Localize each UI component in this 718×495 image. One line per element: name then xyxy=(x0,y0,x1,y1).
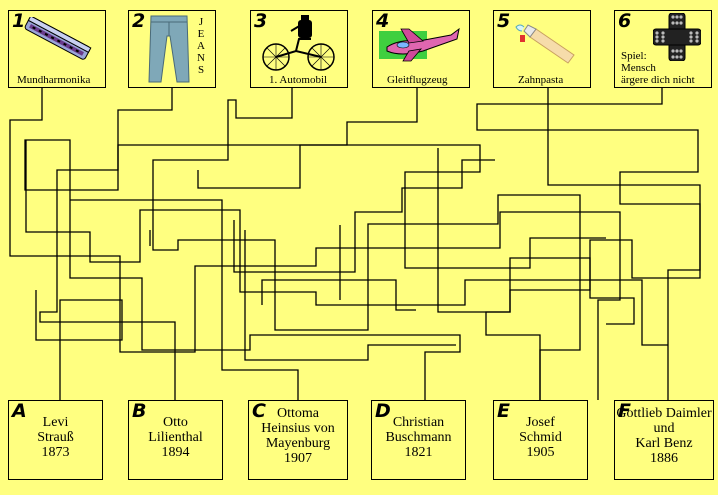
box-number: 4 xyxy=(376,10,390,32)
answer-box-1: 1 Mundharmonika xyxy=(8,10,106,88)
answer-box-6: 6 Spiel: Mensch ärgere dich nicht xyxy=(614,10,712,88)
invention-caption: Gleitflugzeug xyxy=(387,74,448,86)
box-letter: E xyxy=(497,400,510,422)
inventor-name-line-1: Otto xyxy=(163,415,188,430)
inventor-name-line-1: Josef xyxy=(526,415,555,430)
game-caption-line-1: Spiel: xyxy=(621,50,647,62)
answer-box-4: 4 Gleitflugzeug xyxy=(372,10,470,88)
inventor-box-b: B Otto Lilienthal 1894 xyxy=(128,400,223,480)
inventor-box-a: A Levi Strauß 1873 xyxy=(8,400,103,480)
inventor-name-line-2: Strauß xyxy=(37,430,74,445)
inventor-name-line-2: Buschmann xyxy=(385,430,452,445)
inventor-name-line-2: Heinsius von xyxy=(261,421,335,436)
invention-caption: 1. Automobil xyxy=(269,74,328,86)
game-caption-line-2: Mensch xyxy=(621,62,656,74)
inventor-year: 1873 xyxy=(41,445,70,460)
box-letter: C xyxy=(252,400,266,422)
inventor-name-line-3: Mayenburg xyxy=(265,436,331,451)
inventor-year: 1886 xyxy=(650,451,678,466)
answer-box-3: 3 1. Automobil xyxy=(250,10,348,88)
inventor-box-d: D Christian Buschmann 1821 xyxy=(371,400,466,480)
box-number: 1 xyxy=(12,10,26,32)
inventor-name-line-1: Christian xyxy=(392,415,445,430)
board-game-icon xyxy=(653,13,701,61)
invention-caption: Mundharmonika xyxy=(17,74,91,86)
jeans-icon xyxy=(148,15,190,83)
inventor-name-line-3: Karl Benz xyxy=(635,436,693,451)
box-letter: D xyxy=(375,400,391,422)
game-caption-line-3: ärgere dich nicht xyxy=(621,74,695,86)
inventor-year: 1894 xyxy=(161,445,190,460)
inventor-box-e: E Josef Schmid 1905 xyxy=(493,400,588,480)
box-letter: B xyxy=(132,400,147,422)
inventor-name-line-1: Levi xyxy=(42,415,69,430)
box-letter: F xyxy=(618,400,631,422)
glider-icon xyxy=(379,27,460,62)
box-letter: A xyxy=(12,400,27,422)
answer-box-5: 5 Zahnpasta xyxy=(493,10,591,88)
inventor-year: 1905 xyxy=(526,445,555,460)
box-number: 2 xyxy=(132,10,146,32)
inventor-name-line-2: und xyxy=(653,421,675,436)
inventor-year: 1821 xyxy=(404,445,433,460)
harmonica-icon xyxy=(24,17,92,60)
toothpaste-icon xyxy=(515,24,575,64)
box-number: 6 xyxy=(618,10,632,32)
inventor-name-line-2: Lilienthal xyxy=(148,430,203,445)
inventor-name-line-1: Gottlieb Daimler xyxy=(616,406,712,421)
box-number: 5 xyxy=(497,10,511,32)
inventor-box-f: F Gottlieb Daimler und Karl Benz 1886 xyxy=(614,400,714,480)
inventor-name-line-2: Schmid xyxy=(519,430,562,445)
automobile-icon xyxy=(262,15,335,71)
inventor-box-c: C Ottoma Heinsius von Mayenburg 1907 xyxy=(248,400,348,480)
box-number: 3 xyxy=(254,10,268,32)
inventor-year: 1907 xyxy=(284,451,312,466)
invention-caption: Zahnpasta xyxy=(518,74,564,86)
inventor-name-line-1: Ottoma xyxy=(277,406,319,421)
